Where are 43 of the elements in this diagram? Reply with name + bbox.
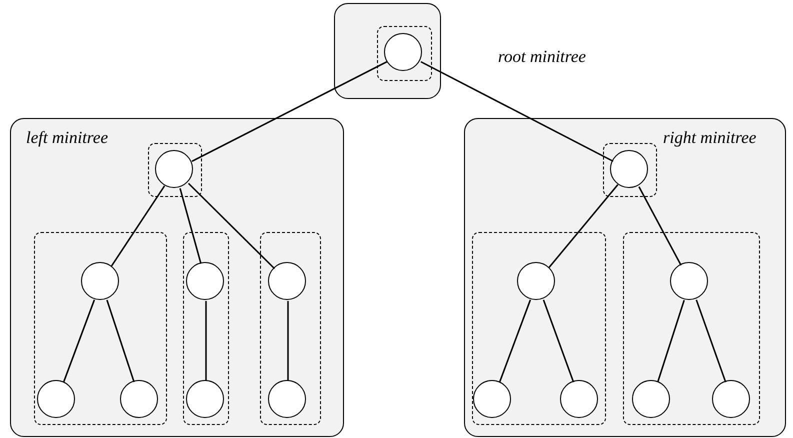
tree-node-circle — [268, 262, 306, 300]
dashed-group-box — [472, 232, 606, 424]
tree-node-circle — [37, 380, 75, 418]
minitree-panel — [464, 118, 786, 437]
tree-node-circle — [712, 380, 750, 418]
minitree-panel — [10, 118, 344, 437]
tree-edge — [696, 300, 726, 382]
tree-edge — [110, 185, 166, 267]
dashed-group-box — [148, 142, 202, 196]
tree-node-circle — [186, 380, 224, 418]
tree-node-circle — [610, 150, 648, 188]
tree-node-circle — [120, 380, 158, 418]
tree-edge — [498, 300, 532, 382]
tree-edge — [657, 300, 685, 382]
tree-edge — [638, 186, 682, 266]
tree-node-circle — [473, 380, 511, 418]
dashed-group-box — [376, 26, 432, 80]
tree-node-circle — [517, 262, 555, 300]
tree-node-circle — [155, 150, 193, 188]
tree-edge — [188, 182, 276, 270]
tree-edge — [287, 301, 289, 381]
tree-node-circle — [186, 262, 224, 300]
tree-node-circle — [632, 380, 670, 418]
dashed-group-box — [34, 232, 166, 424]
tree-node-circle — [81, 262, 119, 300]
tree-node-circle — [384, 33, 422, 71]
dashed-group-box — [602, 142, 656, 196]
minitree-label: right minitree — [663, 129, 756, 146]
dashed-group-box — [182, 232, 228, 424]
tree-edge — [179, 188, 202, 264]
tree-node-circle — [268, 380, 306, 418]
tree-node-circle — [560, 380, 598, 418]
tree-edge — [205, 301, 207, 381]
minitree-label: left minitree — [26, 129, 108, 146]
tree-edge — [542, 300, 574, 382]
tree-edge — [106, 300, 135, 382]
dashed-group-box — [622, 232, 760, 424]
minitree-label: root minitree — [498, 48, 586, 65]
tree-node-circle — [670, 262, 708, 300]
tree-edge — [62, 300, 96, 382]
tree-edge — [192, 60, 388, 162]
dashed-group-box — [260, 232, 320, 424]
tree-edge — [548, 184, 618, 268]
